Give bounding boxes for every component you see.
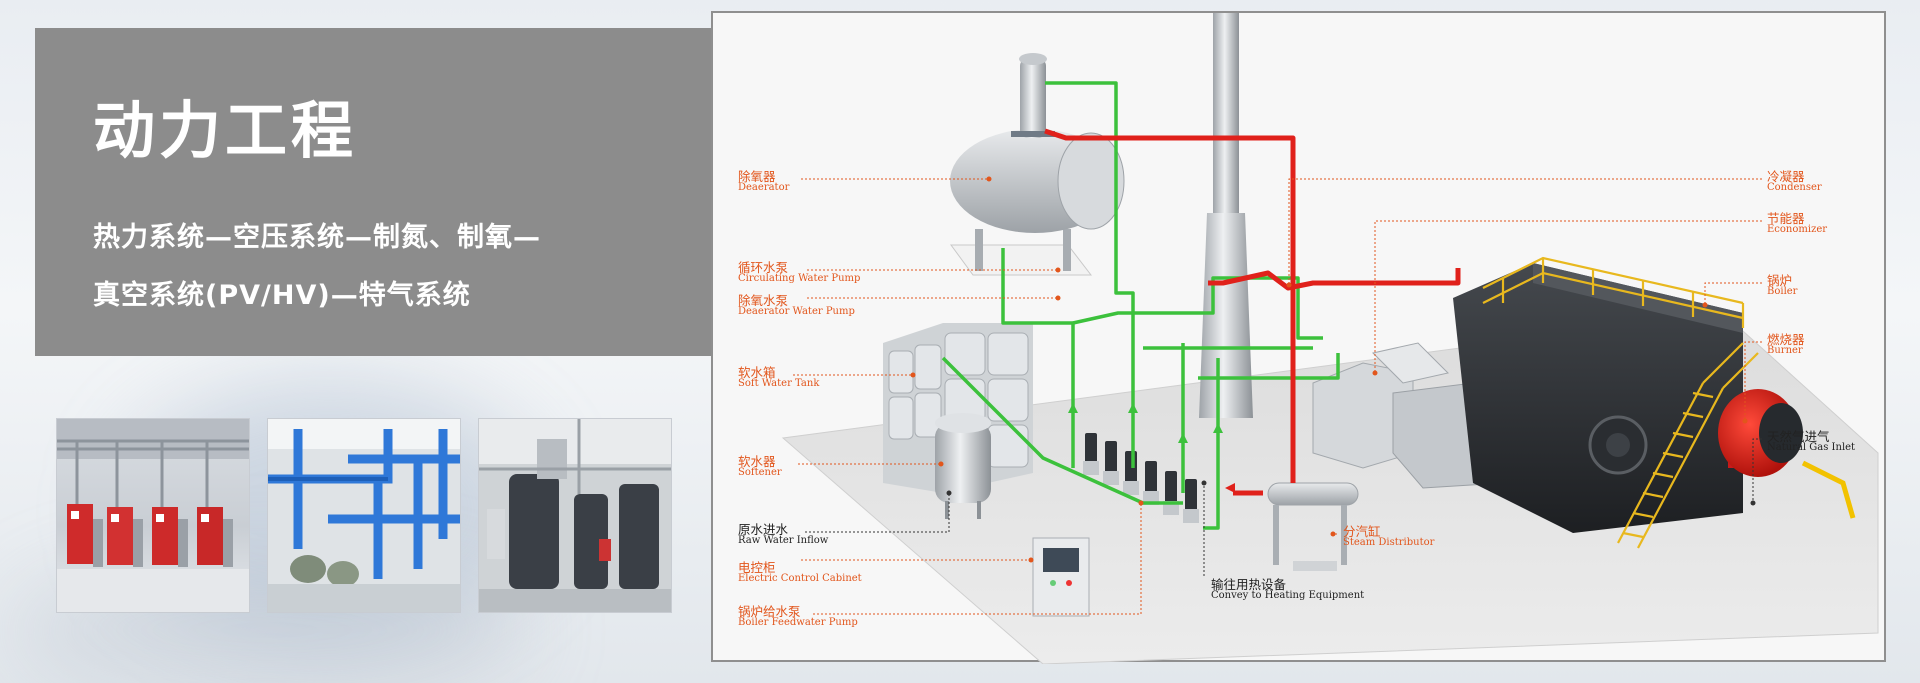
title-panel: 动力工程 热力系统—空压系统—制氮、制氧— 真空系统(PV/HV)—特气系统 xyxy=(35,28,715,356)
subtitle-line-2: 真空系统(PV/HV)—特气系统 xyxy=(93,280,471,311)
modular-boiler-room-photo xyxy=(56,418,250,613)
water-treatment-room-photo xyxy=(478,418,672,613)
subtitle-line-1: 热力系统—空压系统—制氮、制氧— xyxy=(93,222,541,253)
blue-pipe-pump-room-photo xyxy=(267,418,461,613)
page-title: 动力工程 xyxy=(93,94,358,167)
